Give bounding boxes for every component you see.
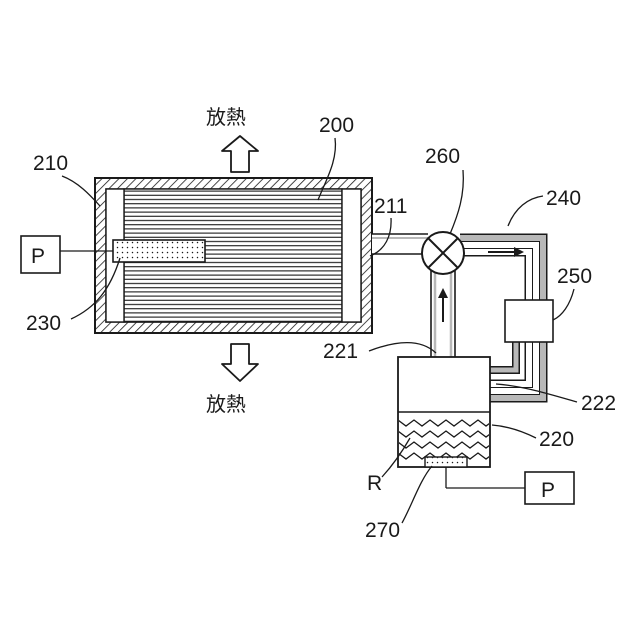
heat-release-top: 放熱 <box>206 105 258 172</box>
label-221: 221 <box>323 340 358 363</box>
label-211: 211 <box>374 195 407 218</box>
pipe-222 <box>490 342 516 370</box>
label-260: 260 <box>425 145 460 168</box>
hollow-arrow-up-icon <box>222 136 258 172</box>
component-250 <box>505 300 553 342</box>
label-230: 230 <box>26 312 61 335</box>
heater-270 <box>425 457 467 467</box>
label-222: 222 <box>581 392 616 415</box>
p-label-left: P <box>31 245 45 268</box>
label-220: 220 <box>539 428 574 451</box>
pipe-211 <box>372 234 428 254</box>
pipe-221 <box>431 268 455 357</box>
sensor-230 <box>113 240 205 262</box>
tank-220 <box>398 357 494 467</box>
heat-label-top: 放熱 <box>206 105 246 129</box>
heat-label-bottom: 放熱 <box>206 392 246 416</box>
heat-release-bottom: 放熱 <box>206 344 258 416</box>
hollow-arrow-down-icon <box>222 344 258 381</box>
p-label-right: P <box>541 479 555 502</box>
x-circle-valve-icon <box>422 232 464 274</box>
label-250: 250 <box>557 265 592 288</box>
label-200: 200 <box>319 114 354 137</box>
label-270: 270 <box>365 519 400 542</box>
label-r: R <box>367 472 382 495</box>
label-240: 240 <box>546 187 581 210</box>
p-box-right: P <box>446 467 574 504</box>
label-210: 210 <box>33 152 68 175</box>
